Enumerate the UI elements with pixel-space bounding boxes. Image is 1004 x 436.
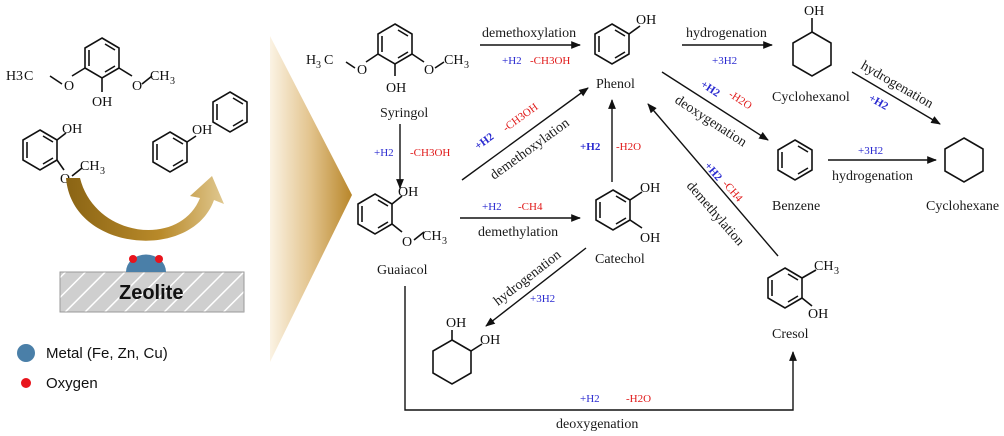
benzene-label: Benzene — [772, 199, 820, 214]
svg-text:O: O — [402, 235, 412, 250]
svg-text:H: H — [6, 69, 16, 84]
label-h2-1: +H2 — [502, 55, 522, 67]
label-ch3oh-2: -CH3OH — [410, 147, 450, 159]
label-3h2-2: +3H2 — [858, 145, 883, 157]
label-demethoxylation-1: demethoxylation — [482, 26, 576, 41]
svg-text:O: O — [132, 79, 142, 94]
svg-text:OH: OH — [446, 316, 466, 331]
zeolite-label: Zeolite — [119, 282, 183, 304]
svg-text:OH: OH — [640, 181, 660, 196]
label-3h2-1: +3H2 — [712, 55, 737, 67]
svg-text:O: O — [424, 63, 434, 78]
svg-text:3: 3 — [100, 166, 105, 177]
svg-text:3: 3 — [464, 60, 469, 71]
syringol-label: Syringol — [380, 106, 428, 121]
label-h2o-3: -H2O — [626, 393, 651, 405]
funnel-arrow — [270, 36, 352, 362]
svg-text:3: 3 — [170, 76, 175, 87]
svg-text:OH: OH — [398, 185, 418, 200]
cresol-label: Cresol — [772, 327, 809, 342]
metal-legend-marker — [17, 344, 35, 362]
label-h2o-2: -H2O — [616, 141, 641, 153]
svg-text:OH: OH — [640, 231, 660, 246]
svg-text:CH: CH — [422, 229, 441, 244]
arrow-cyclohexanol-cyclohexane — [851, 71, 941, 125]
phenol-structure: OH — [594, 13, 656, 65]
svg-text:C: C — [24, 69, 33, 84]
label-hydrogenation-3: hydrogenation — [832, 169, 913, 184]
label-h2-6: +H2 — [482, 201, 502, 213]
label-ch3oh-3: -CH3OH — [501, 101, 541, 134]
label-hydrogenation-1: hydrogenation — [686, 26, 767, 41]
svg-text:O: O — [60, 172, 70, 187]
label-h2-3: +H2 — [698, 78, 722, 99]
cyclohexanol-label: Cyclohexanol — [772, 90, 850, 105]
oxygen-legend-marker — [21, 378, 31, 388]
label-ch4-1: -CH4 — [518, 201, 543, 213]
phenol-structure-left: OH — [152, 123, 212, 173]
svg-text:OH: OH — [386, 81, 406, 96]
svg-text:CH: CH — [814, 259, 833, 274]
svg-text:O: O — [357, 63, 367, 78]
guaiacol-structure-left: OH O CH 3 — [22, 122, 105, 187]
svg-text:CH: CH — [80, 159, 99, 174]
svg-text:OH: OH — [480, 333, 500, 348]
svg-text:H: H — [306, 53, 316, 68]
arrow-guaiacol-cresol — [404, 286, 797, 411]
label-3h2-3: +3H2 — [530, 293, 555, 305]
cyclohexane-label: Cyclohexane — [926, 199, 999, 214]
benzene-structure-left — [212, 91, 248, 133]
svg-text:CH: CH — [150, 69, 169, 84]
arrow-cresol-phenol — [647, 103, 779, 257]
phenol-label: Phenol — [596, 77, 635, 92]
svg-text:OH: OH — [92, 95, 112, 110]
cyclohexane-structure — [944, 137, 984, 183]
arrow-guaiacol-phenol — [461, 87, 589, 181]
svg-text:3: 3 — [834, 266, 839, 277]
svg-text:O: O — [64, 79, 74, 94]
oxygen-legend-label: Oxygen — [46, 375, 98, 392]
conversion-arrow — [66, 176, 224, 241]
guaiacol-label: Guaiacol — [377, 263, 428, 278]
svg-text:OH: OH — [808, 307, 828, 322]
label-h2-4: +H2 — [374, 147, 394, 159]
catechol-label: Catechol — [595, 252, 645, 267]
svg-text:CH: CH — [444, 53, 463, 68]
zeolite-block — [59, 271, 245, 313]
label-h2-2: +H2 — [867, 92, 891, 113]
svg-text:3: 3 — [442, 236, 447, 247]
svg-text:OH: OH — [804, 4, 824, 19]
label-h2-9: +H2 — [580, 393, 600, 405]
syringol-structure: O O H 3 C CH 3 OH — [306, 23, 469, 96]
syringol-structure-left: O O H 3 C CH 3 OH — [6, 37, 175, 110]
cyclohexanol-structure: OH — [792, 4, 832, 77]
label-deoxygenation-2: deoxygenation — [556, 417, 638, 432]
label-h2-7: +H2 — [580, 141, 601, 153]
label-ch3oh-1: -CH3OH — [530, 55, 570, 67]
oxygen-site-right — [155, 255, 163, 263]
label-h2-5: +H2 — [473, 130, 497, 152]
guaiacol-structure: OH O CH 3 — [357, 185, 447, 250]
benzene-structure — [777, 139, 813, 181]
label-demethoxylation-2: demethoxylation — [488, 116, 573, 183]
catalyst-panel: O O H 3 C CH 3 OH OH O CH 3 — [6, 37, 248, 392]
label-demethylation-1: demethylation — [478, 225, 558, 240]
arrow-phenol-benzene — [661, 71, 769, 141]
svg-text:3: 3 — [16, 69, 23, 84]
svg-text:OH: OH — [62, 122, 82, 137]
svg-text:OH: OH — [192, 123, 212, 138]
catechol-structure: OH OH — [595, 181, 660, 246]
svg-text:3: 3 — [316, 60, 321, 71]
arrow-catechol-cyclohexanediol — [485, 247, 587, 327]
cresol-structure: CH 3 OH — [767, 259, 839, 322]
label-h2o-1: -H2O — [726, 88, 754, 112]
cyclohexanediol-structure: OH OH — [432, 316, 500, 385]
metal-legend-label: Metal (Fe, Zn, Cu) — [46, 345, 168, 362]
svg-text:C: C — [324, 53, 333, 68]
oxygen-site-left — [129, 255, 137, 263]
svg-text:OH: OH — [636, 13, 656, 28]
